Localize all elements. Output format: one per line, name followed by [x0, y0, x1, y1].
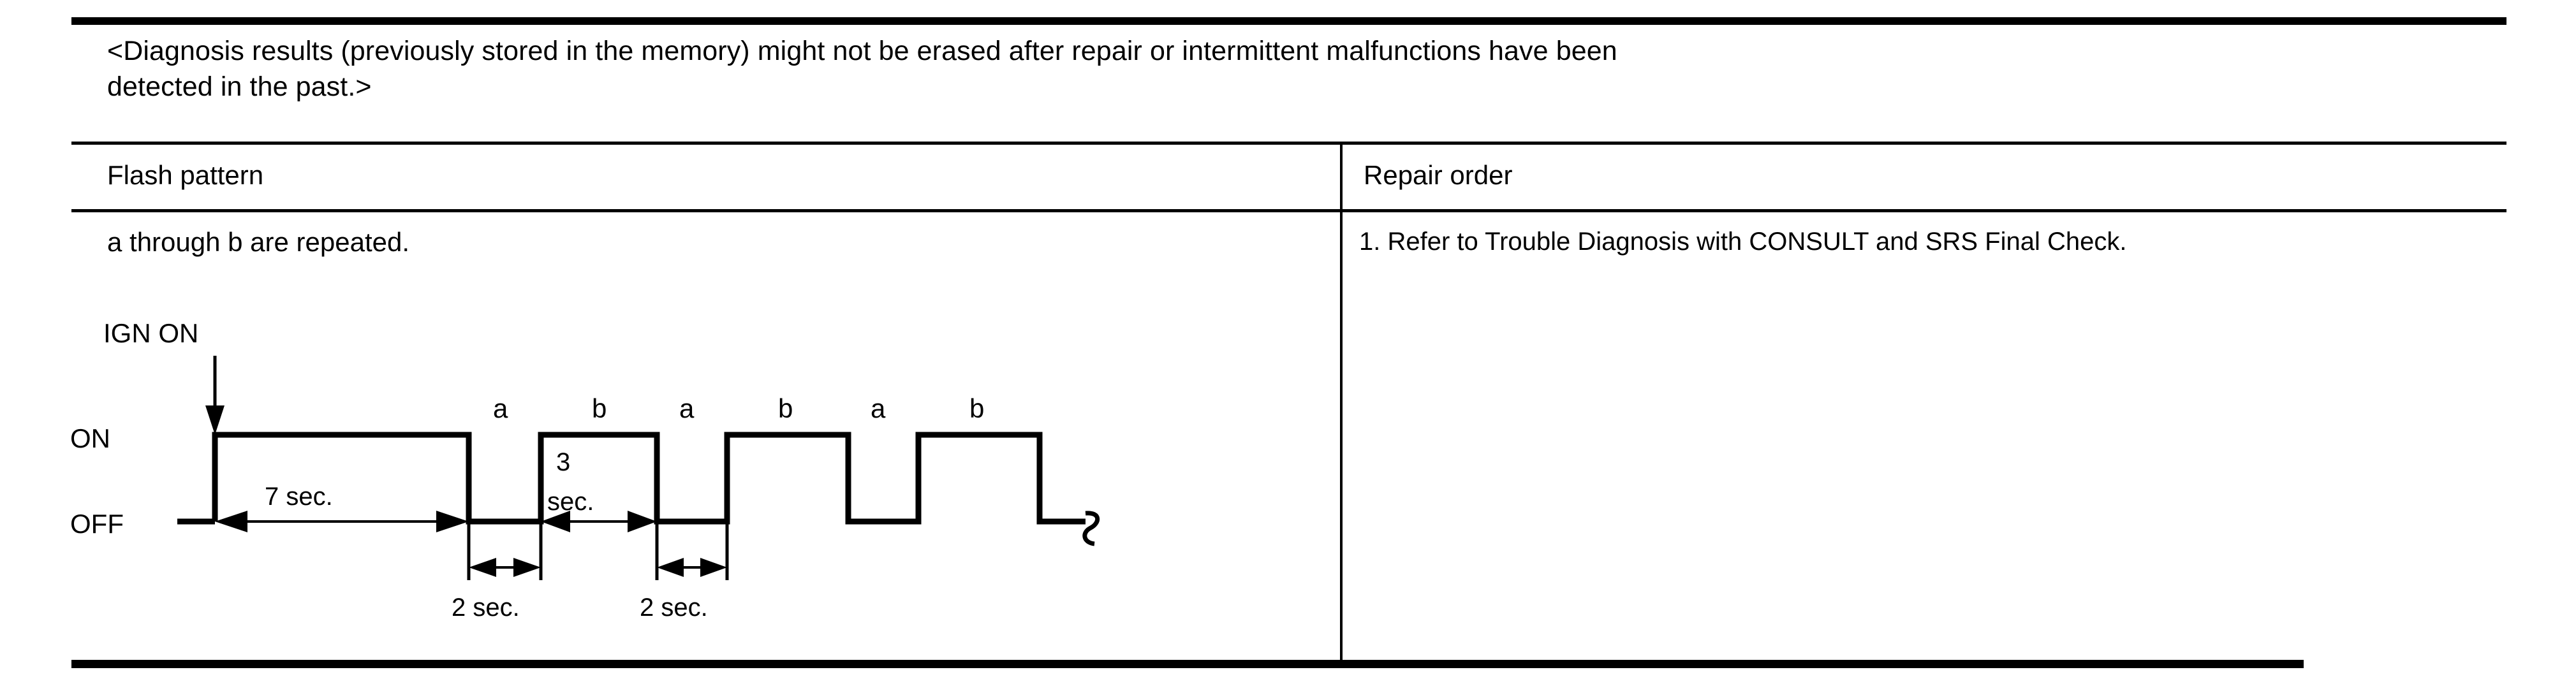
flash-pattern-timing-diagram: IGN ON ON OFF a b a b a b — [70, 300, 1231, 638]
table-header-bottom-border — [71, 209, 2506, 212]
dimension-3sec-label-line-1: 3 — [556, 448, 570, 476]
table-header-top-border — [71, 142, 2506, 145]
flash-pattern-description: a through b are repeated. — [107, 227, 410, 257]
table-top-border — [71, 17, 2506, 25]
diagnosis-note-line-1: <Diagnosis results (previously stored in… — [107, 36, 1617, 66]
on-level-label: ON — [70, 423, 110, 453]
pulse-label-a-1: a — [493, 393, 508, 423]
dimension-2sec-second-label: 2 sec. — [640, 594, 708, 622]
pulse-label-b-2: b — [778, 393, 793, 423]
off-level-label: OFF — [70, 509, 124, 539]
column-divider — [1340, 142, 1343, 662]
repair-order-step-1: 1. Refer to Trouble Diagnosis with CONSU… — [1359, 228, 2127, 256]
dimension-2sec-second: 2 sec. — [640, 524, 729, 622]
dimension-3sec: 3 sec. — [541, 448, 657, 532]
pulse-label-a-2: a — [679, 393, 695, 423]
pulse-label-b-1: b — [592, 393, 607, 423]
column-header-flash-pattern: Flash pattern — [107, 160, 264, 190]
table-bottom-border — [71, 660, 2304, 668]
ign-on-arrow-icon — [205, 356, 224, 435]
waveform-continuation-break-icon — [1082, 511, 1100, 546]
dimension-7sec-label: 7 sec. — [265, 483, 333, 511]
flash-waveform — [212, 432, 1086, 525]
pulse-label-b-3: b — [969, 393, 984, 423]
pulse-label-a-3: a — [871, 393, 886, 423]
dimension-3sec-label-line-2: sec. — [547, 488, 594, 516]
diagnosis-note-line-2: detected in the past.> — [107, 71, 372, 102]
dimension-2sec-first: 2 sec. — [452, 524, 543, 622]
diagnosis-note: <Diagnosis results (previously stored in… — [107, 33, 2505, 105]
ign-on-label: IGN ON — [103, 318, 198, 348]
column-header-repair-order: Repair order — [1364, 160, 1513, 190]
dimension-7sec: 7 sec. — [215, 483, 469, 532]
dimension-2sec-first-label: 2 sec. — [452, 594, 520, 622]
